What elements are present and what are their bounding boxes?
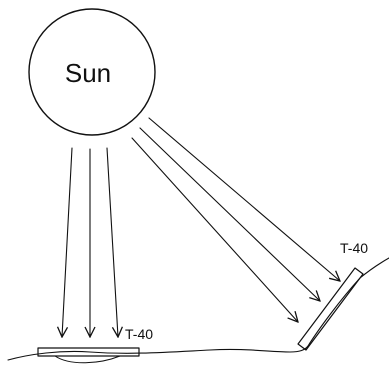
sun-circle (28, 8, 156, 136)
ray-vertical-3 (106, 147, 118, 337)
flat-panel-mount (54, 355, 121, 364)
tilted-panel-body (297, 267, 364, 351)
ray-vertical-1 (62, 147, 73, 337)
ray-slanted-2 (139, 127, 320, 301)
vertical-rays (62, 147, 118, 337)
tilted-panel: T-40 (297, 240, 368, 351)
tilted-panel-label: T-40 (340, 240, 368, 256)
flat-panel: T-40 (37, 326, 153, 364)
slanted-rays (131, 117, 340, 322)
sun: Sun (28, 8, 156, 136)
ray-slanted-1 (131, 137, 298, 322)
flat-panel-body (37, 347, 140, 357)
ray-slanted-3 (148, 117, 340, 281)
sun-label: Sun (65, 58, 111, 88)
flat-panel-label: T-40 (125, 326, 153, 342)
